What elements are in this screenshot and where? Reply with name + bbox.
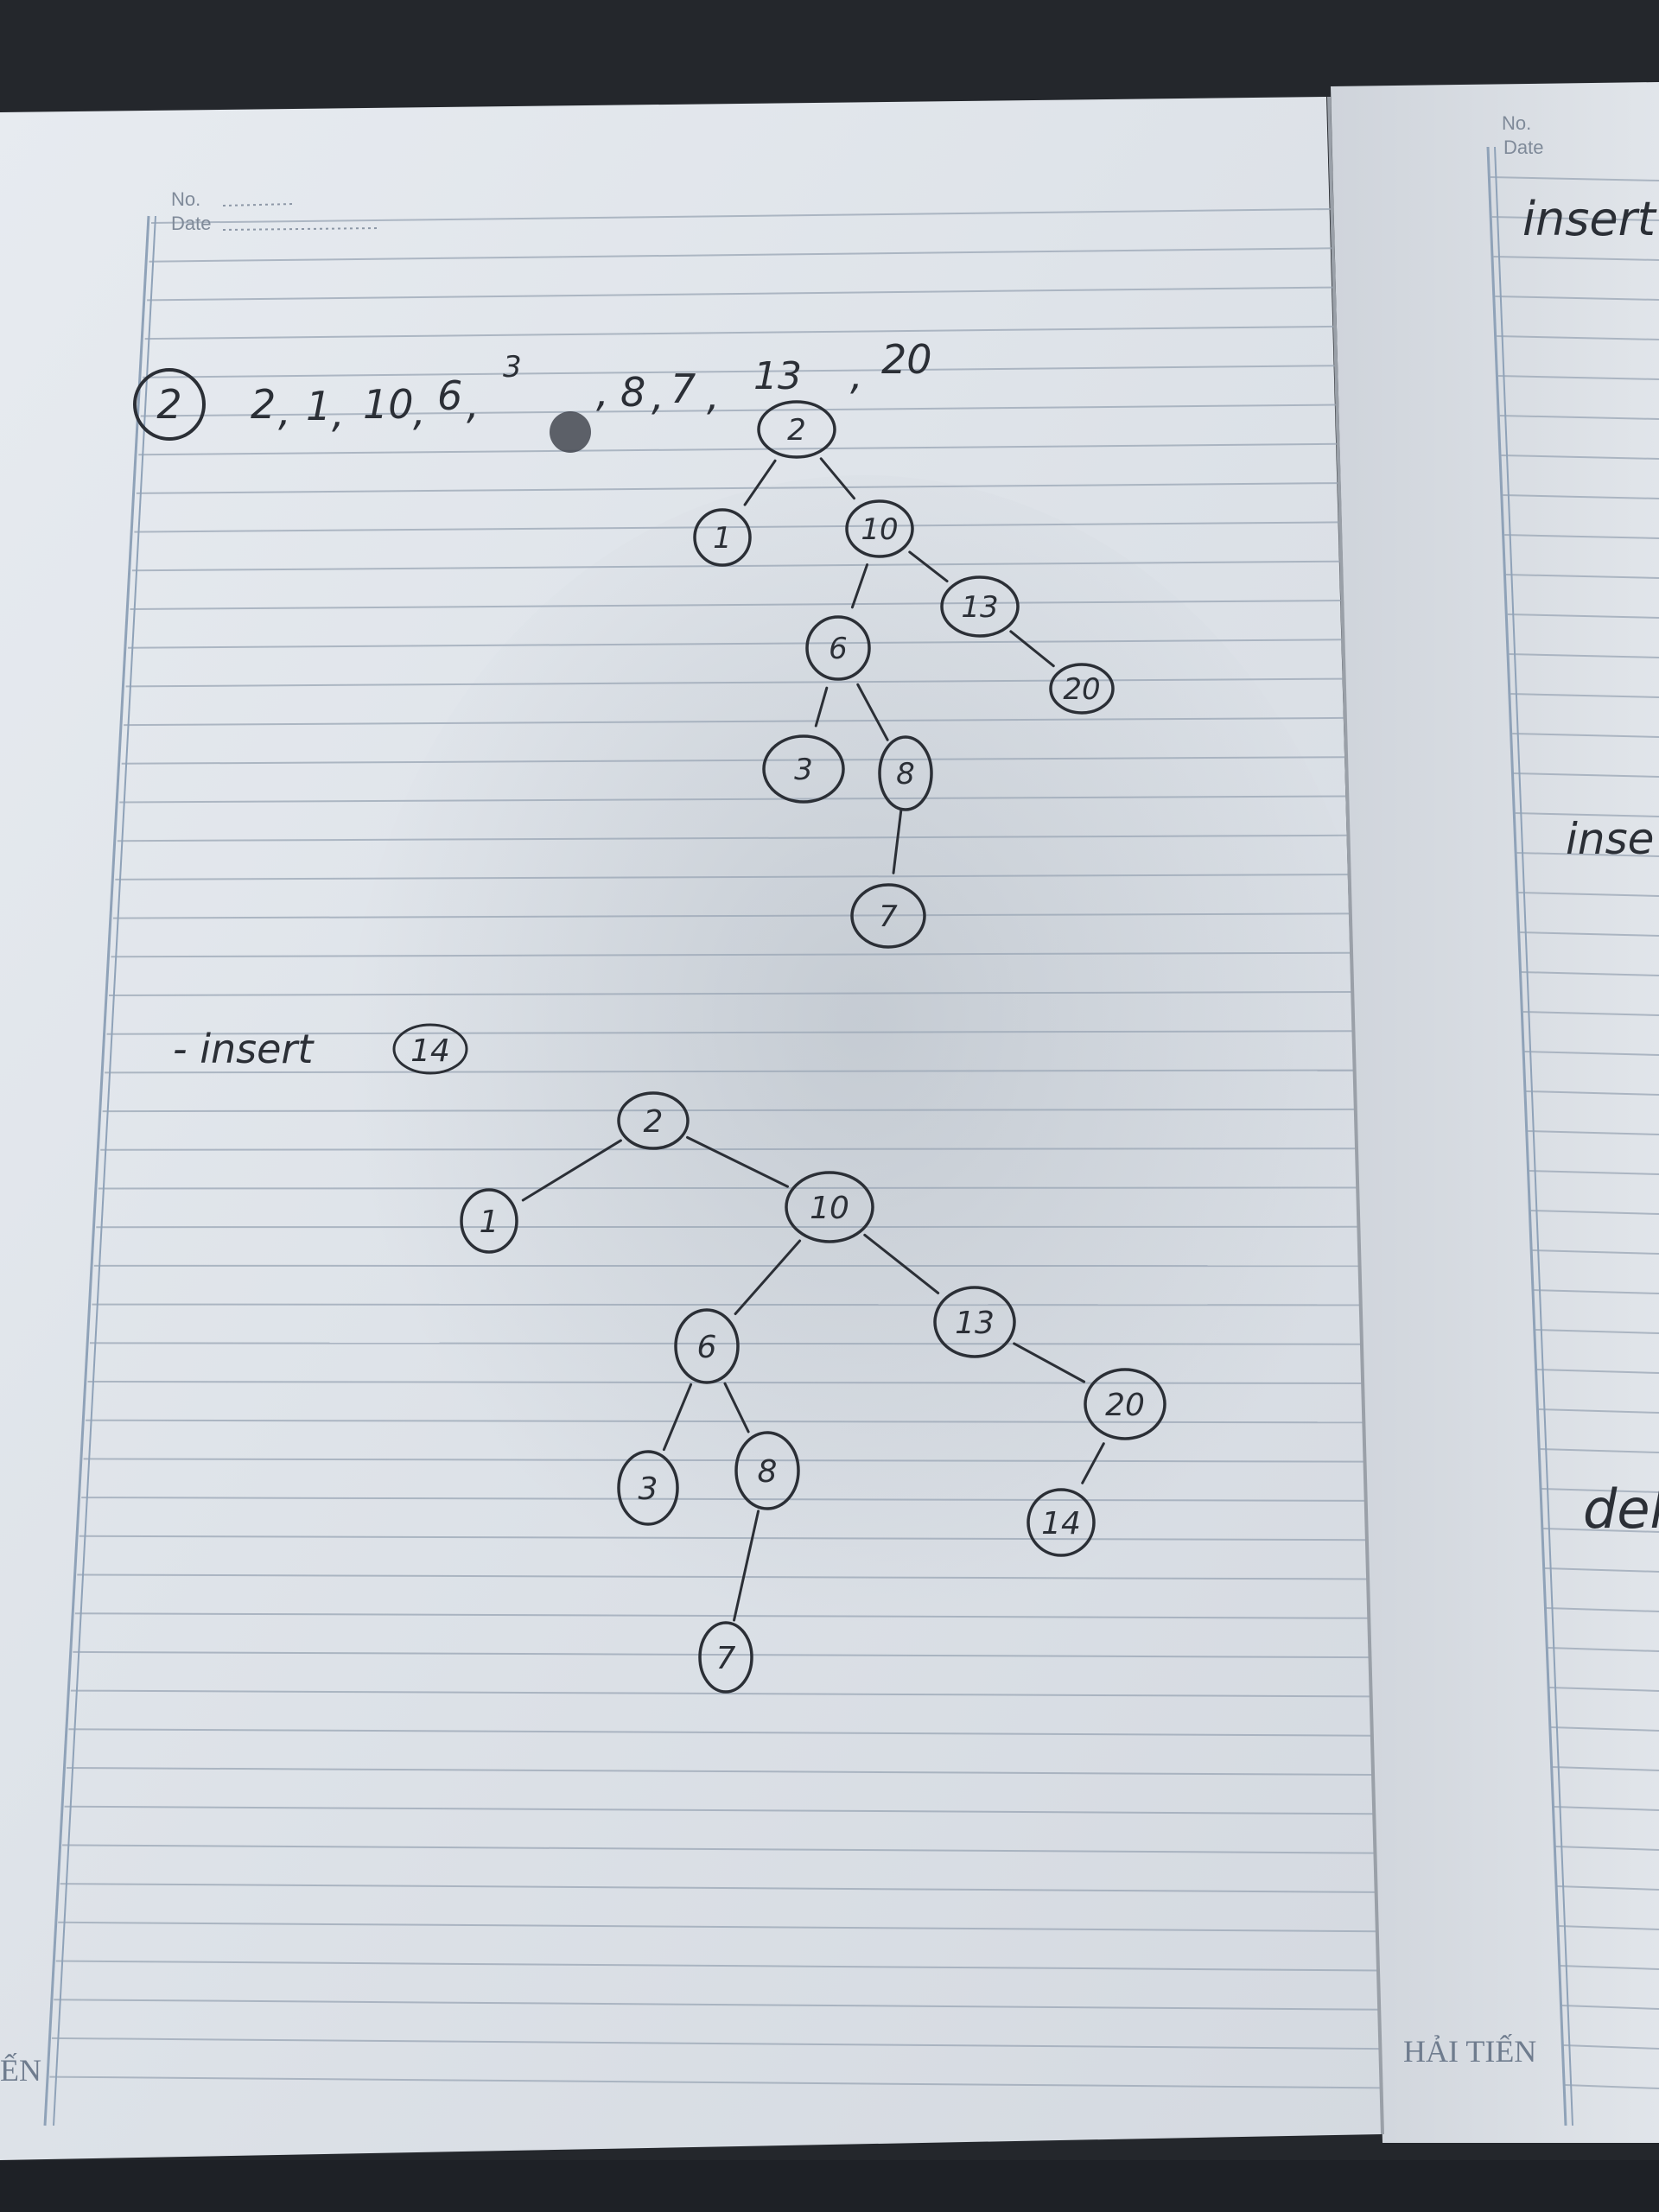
- node-label: 20: [1063, 672, 1100, 707]
- node-label: 2: [787, 413, 806, 448]
- tree-edge: [662, 1382, 693, 1452]
- node-label: 6: [829, 632, 848, 666]
- seq-8: 20: [881, 336, 932, 383]
- bst-tree-2: 2 1 10 6 13 20 3 8 14 7: [460, 1091, 1166, 1694]
- node-label: 13: [961, 590, 998, 625]
- tree-edge: [819, 457, 856, 500]
- tree-node: 1: [693, 508, 752, 567]
- tree-node: 10: [785, 1171, 874, 1243]
- tree-edge: [814, 686, 829, 728]
- svg-text:,: ,: [467, 381, 480, 428]
- node-label: 8: [758, 1454, 778, 1490]
- tree-node: 8: [878, 735, 933, 811]
- node-label: 3: [639, 1471, 658, 1507]
- bst-tree-1: 2 1 10 6 13 20 3 8 7: [693, 400, 1115, 949]
- node-label: 2: [644, 1104, 664, 1140]
- gutter: [1327, 96, 1384, 2135]
- seq-3: 6: [437, 372, 462, 419]
- node-label: 7: [879, 899, 898, 934]
- tree-edge: [733, 1510, 760, 1622]
- right-page: No. Date insert inse del HẢI TIẾN: [1331, 82, 1659, 2143]
- tree-edge: [723, 1382, 750, 1433]
- tree-edge: [892, 808, 903, 874]
- tree-node: 2: [617, 1091, 690, 1150]
- seq-1: 1: [306, 383, 331, 429]
- right-date-label: Date: [1503, 137, 1543, 158]
- tree-edge: [863, 1233, 940, 1294]
- svg-text:2: 2: [156, 381, 181, 428]
- tree-node: 7: [698, 1621, 753, 1694]
- tree-node: 8: [734, 1431, 800, 1510]
- node-label: 13: [955, 1306, 995, 1341]
- tree-node: 6: [805, 615, 871, 681]
- node-label: 6: [697, 1330, 717, 1365]
- no-label: No.: [171, 188, 200, 210]
- tree-edge: [1009, 630, 1055, 668]
- svg-text:,: ,: [850, 352, 863, 398]
- svg-text:,: ,: [413, 388, 426, 435]
- node-label: 3: [794, 753, 813, 787]
- tree-node: 2: [757, 400, 836, 459]
- node-label: 7: [716, 1641, 736, 1676]
- node-label: 14: [1041, 1506, 1081, 1541]
- seq-0: 2: [251, 381, 276, 428]
- insert-text: - insert: [173, 1026, 315, 1072]
- tree-edge: [734, 1239, 802, 1316]
- tree-edge: [1081, 1442, 1105, 1484]
- sequence: 2 , 1 , 10 , 6 , 3 , 8 , 7 , 13 , 20: [251, 336, 932, 453]
- footer-brand: HẢI TIẾN: [1403, 2034, 1536, 2069]
- tree-node: 13: [933, 1286, 1016, 1358]
- seq-4: 3: [503, 350, 522, 385]
- tree-node: 10: [845, 499, 914, 558]
- right-note-2: inse: [1566, 814, 1654, 864]
- left-page: No. Date ẾN 2 2 , 1 , 10 , 6 , 3 , 8 , 7…: [0, 97, 1382, 2160]
- svg-text:,: ,: [278, 388, 291, 435]
- tree-edge: [850, 563, 869, 609]
- insert-label: - insert 14: [173, 1023, 468, 1075]
- date-label: Date: [171, 213, 211, 234]
- seq-5: 8: [620, 369, 645, 416]
- node-label: 10: [810, 1191, 849, 1226]
- tree-edge: [1013, 1342, 1086, 1383]
- problem-number: 2: [133, 368, 206, 441]
- tree-node: 3: [617, 1450, 679, 1526]
- seq-2: 10: [363, 381, 414, 428]
- tree-node: 7: [850, 883, 926, 949]
- svg-text:,: ,: [332, 390, 345, 436]
- tree-node: 13: [940, 575, 1020, 638]
- node-label: 8: [896, 757, 915, 791]
- tree-node: 6: [674, 1308, 740, 1384]
- seq-7: 13: [753, 354, 802, 398]
- right-no-label: No.: [1502, 112, 1531, 134]
- right-note-3: del: [1583, 1478, 1659, 1541]
- footer-brand-fragment: ẾN: [0, 2053, 41, 2088]
- node-label: 1: [480, 1205, 499, 1240]
- node-label: 20: [1105, 1388, 1145, 1423]
- svg-text:,: ,: [707, 372, 720, 419]
- tree-edge: [521, 1139, 622, 1202]
- node-label: 1: [713, 521, 732, 556]
- insert-value: 14: [410, 1033, 450, 1069]
- node-label: 10: [861, 512, 898, 547]
- tree-edge: [856, 683, 889, 741]
- right-note-1: insert: [1522, 192, 1657, 246]
- tree-node: 1: [460, 1188, 518, 1254]
- svg-text:,: ,: [652, 372, 664, 419]
- tree-edge: [743, 459, 777, 506]
- scribble-mark: [550, 411, 591, 453]
- tree-node: 3: [762, 734, 845, 804]
- seq-6: 7: [671, 365, 696, 412]
- tree-node: 14: [1027, 1488, 1096, 1557]
- tree-edge: [908, 550, 949, 583]
- tree-node: 20: [1049, 663, 1115, 715]
- tree-edge: [686, 1135, 790, 1188]
- tree-node: 20: [1084, 1368, 1166, 1440]
- svg-text:,: ,: [596, 369, 609, 416]
